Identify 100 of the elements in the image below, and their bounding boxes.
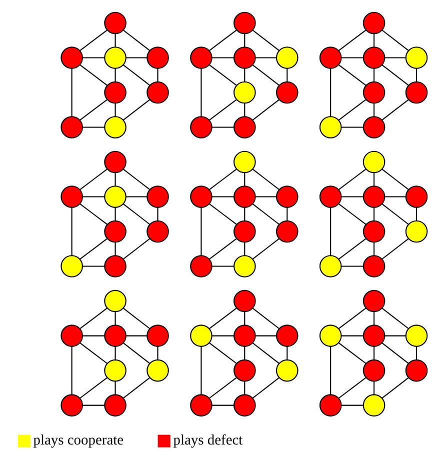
connector xyxy=(114,312,116,326)
node-circle xyxy=(146,359,168,382)
connector xyxy=(70,346,72,395)
connector xyxy=(381,30,408,51)
connector xyxy=(373,381,374,395)
legend-label: plays cooperate xyxy=(32,432,124,448)
connector xyxy=(79,30,107,52)
connector xyxy=(122,30,150,51)
node-circle xyxy=(318,186,342,208)
connector xyxy=(286,68,288,82)
connector xyxy=(338,238,366,260)
connector xyxy=(338,30,366,52)
connector xyxy=(208,238,236,260)
connector xyxy=(82,266,104,267)
connector xyxy=(79,308,107,330)
connector xyxy=(381,377,408,398)
connector xyxy=(384,57,406,58)
node-circle xyxy=(362,394,385,416)
connector xyxy=(340,404,363,406)
node-circle xyxy=(318,394,342,416)
connector xyxy=(200,207,202,256)
node-circle xyxy=(146,81,168,104)
connector xyxy=(70,207,72,256)
connector xyxy=(330,68,331,117)
connector xyxy=(212,404,234,406)
connector xyxy=(381,308,408,329)
connector xyxy=(70,68,72,117)
node-circle xyxy=(275,359,298,382)
node-circle xyxy=(104,359,126,382)
connector xyxy=(79,64,108,86)
node-circle xyxy=(104,81,126,104)
node-circle xyxy=(60,116,82,138)
node-circle xyxy=(233,81,256,104)
node-circle xyxy=(104,116,126,138)
connector xyxy=(122,64,150,86)
connector xyxy=(381,168,408,190)
connector xyxy=(415,68,417,82)
connector xyxy=(82,196,104,198)
connector xyxy=(338,342,366,364)
node-circle xyxy=(275,220,298,243)
connector xyxy=(255,196,276,198)
node-circle xyxy=(104,324,126,347)
node-circle xyxy=(275,81,298,104)
connector xyxy=(252,238,279,260)
node-circle xyxy=(233,12,256,34)
connector xyxy=(200,346,202,395)
connector xyxy=(373,242,374,256)
connector xyxy=(373,346,374,360)
node-circle xyxy=(362,116,385,138)
connector xyxy=(244,242,245,256)
connector xyxy=(114,68,116,82)
connector xyxy=(125,335,147,336)
node-circle xyxy=(233,116,256,138)
connector xyxy=(252,377,279,398)
node-circle xyxy=(146,220,168,243)
connector xyxy=(114,34,116,48)
connector xyxy=(122,168,150,190)
connector xyxy=(208,377,236,399)
connector xyxy=(208,308,236,330)
node-circle xyxy=(362,186,385,208)
connector xyxy=(79,377,107,399)
node-circle xyxy=(233,394,256,416)
node-circle xyxy=(318,116,342,138)
connector xyxy=(82,404,104,406)
connector xyxy=(114,346,116,360)
node-circle xyxy=(60,46,82,69)
connector xyxy=(286,346,288,360)
connector xyxy=(373,68,374,82)
connector xyxy=(373,34,374,48)
connector xyxy=(208,64,236,86)
node-circle xyxy=(318,324,342,347)
connector xyxy=(252,30,279,51)
connector xyxy=(384,335,406,336)
node-circle xyxy=(275,324,298,347)
node-circle xyxy=(233,324,256,347)
node-circle xyxy=(362,220,385,243)
connector xyxy=(338,308,366,330)
node-circle xyxy=(104,12,126,34)
connector xyxy=(330,207,331,256)
node-circle xyxy=(404,220,428,243)
connector xyxy=(252,342,279,364)
connector xyxy=(338,99,366,121)
connector xyxy=(212,126,234,128)
node-circle xyxy=(275,46,298,69)
node-circle xyxy=(318,46,342,69)
node-circle xyxy=(146,46,168,69)
node-circle xyxy=(362,81,385,104)
node-circle xyxy=(275,186,298,208)
connector xyxy=(122,308,150,329)
connector xyxy=(244,34,245,48)
connector xyxy=(381,204,408,225)
connector xyxy=(212,266,234,267)
connector xyxy=(255,57,276,58)
node-circle xyxy=(60,324,82,347)
node-circle xyxy=(233,220,256,243)
connector xyxy=(82,57,104,58)
connector xyxy=(338,168,366,190)
node-circle xyxy=(404,359,428,382)
connector xyxy=(244,68,245,82)
connector xyxy=(244,103,245,117)
